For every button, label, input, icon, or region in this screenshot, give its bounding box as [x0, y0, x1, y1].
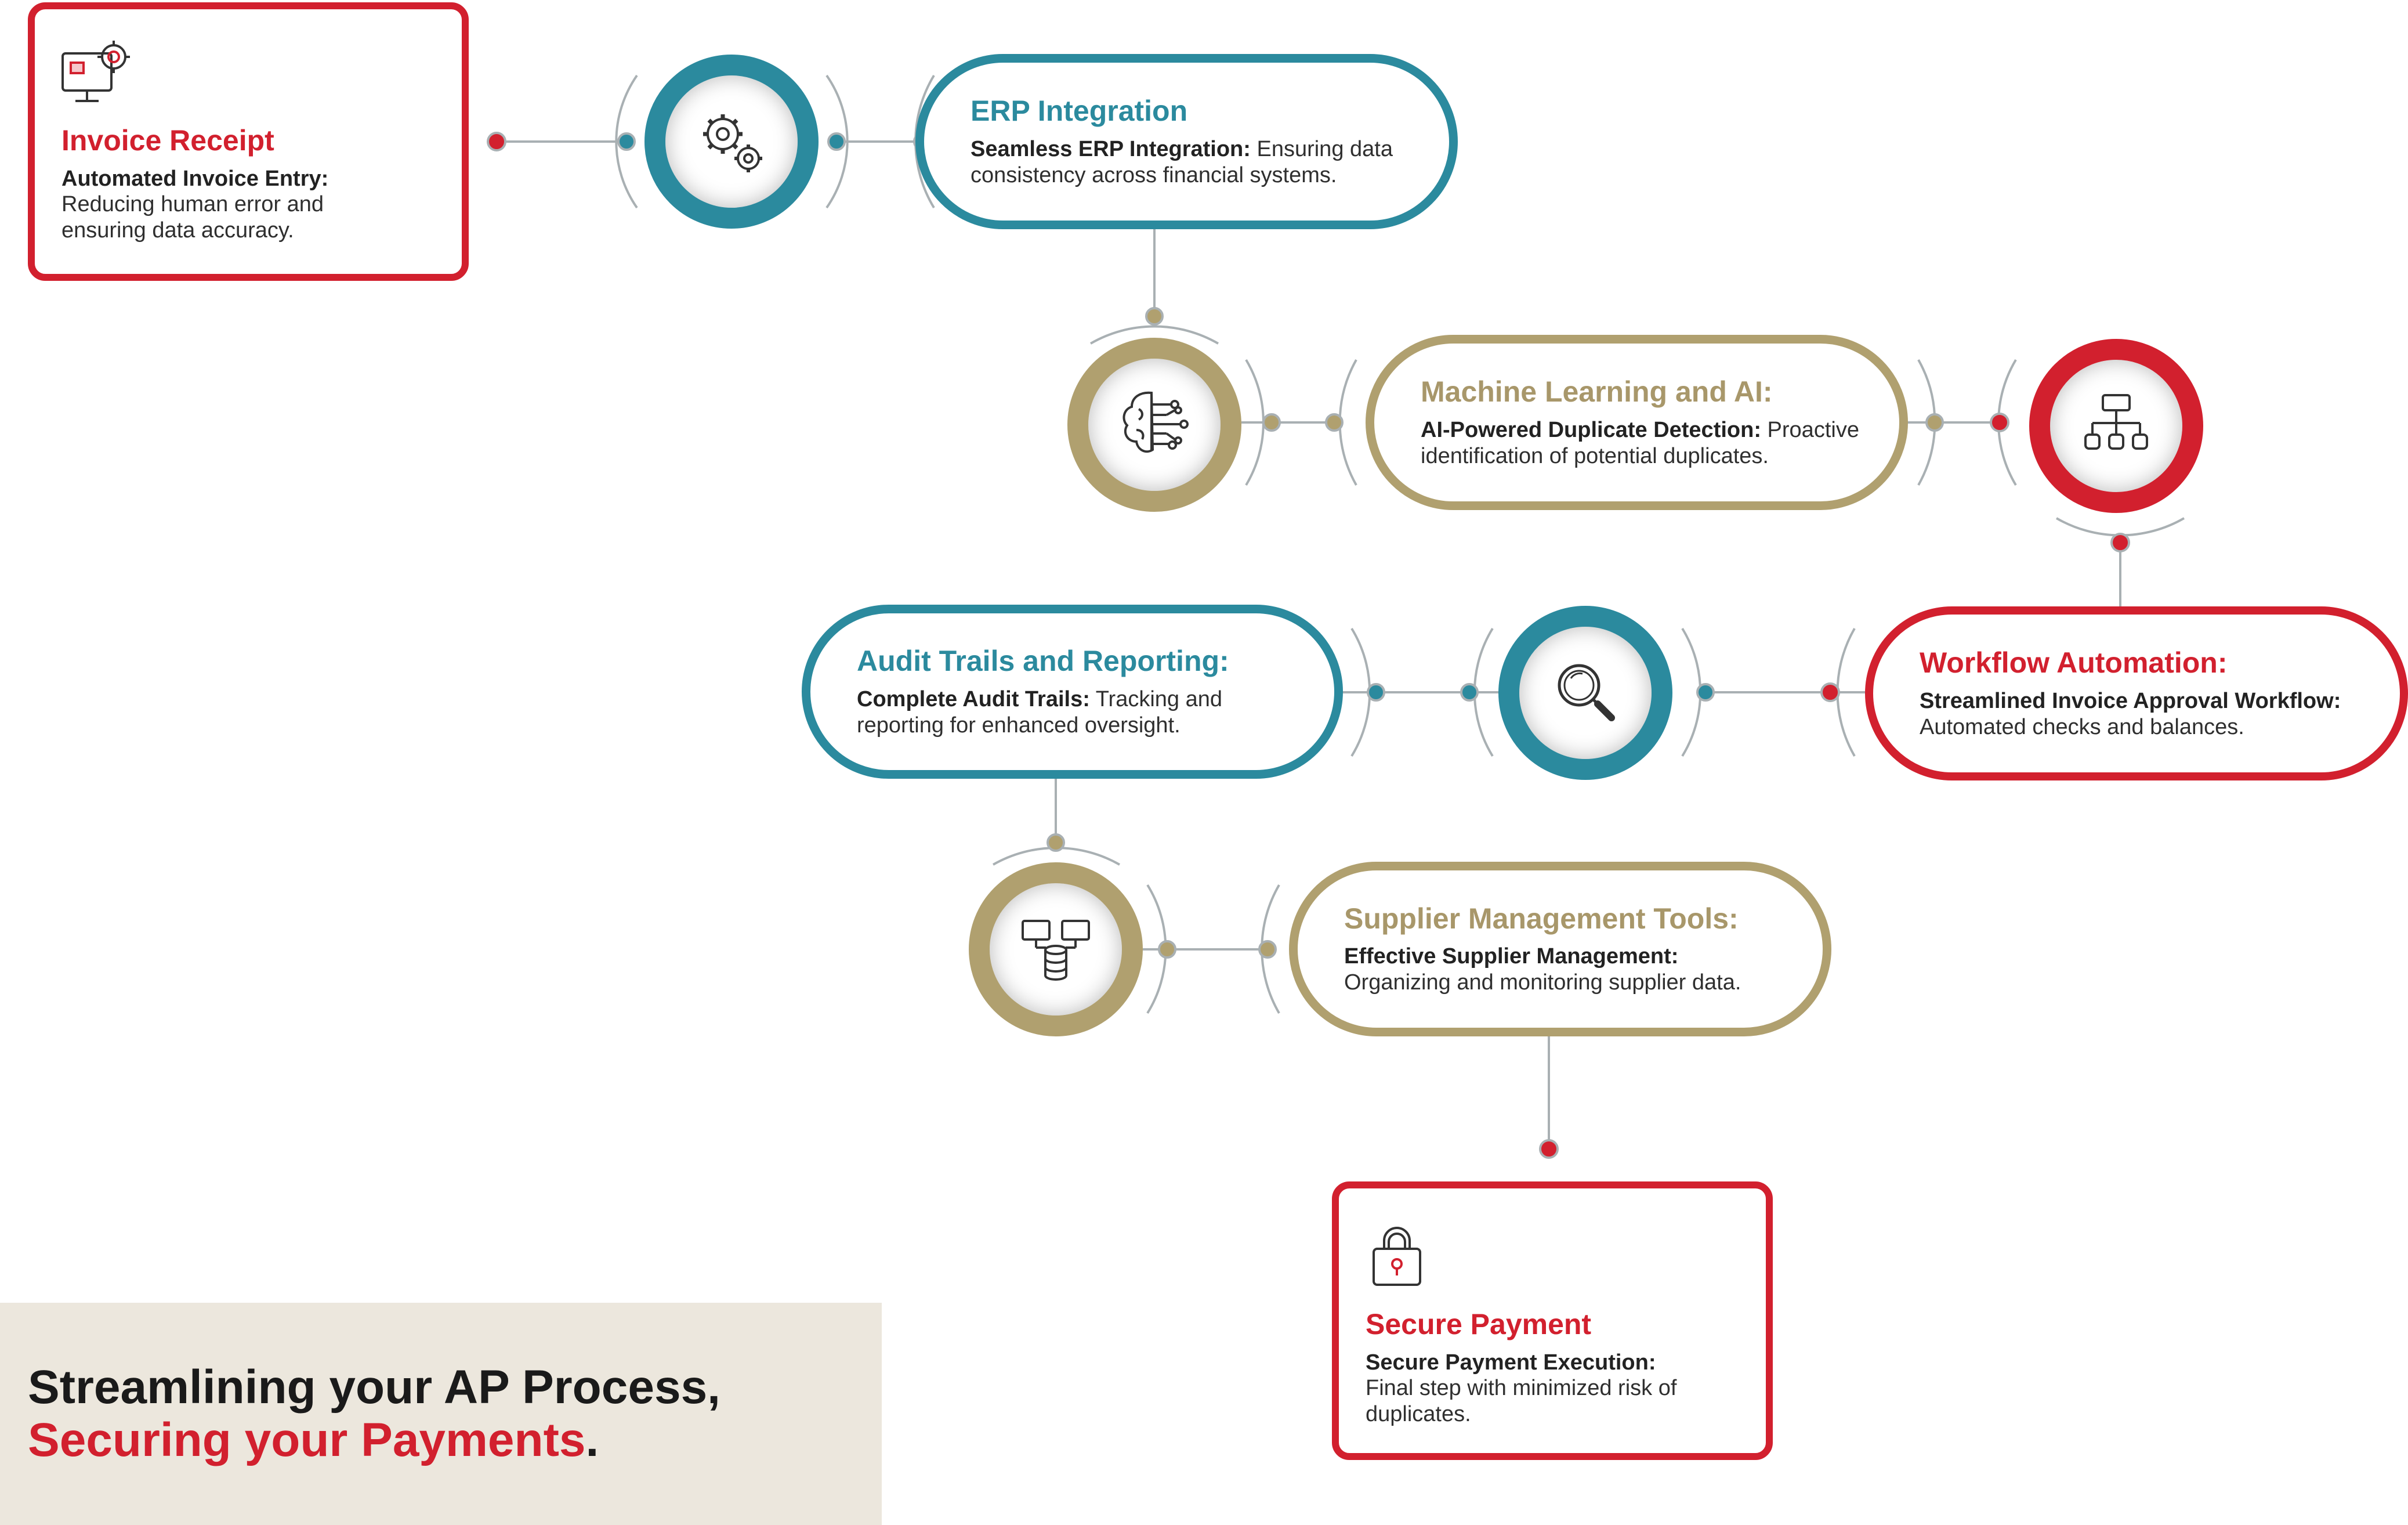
machine-learning-desc: AI-Powered Duplicate Detection: Proactiv… [1421, 417, 1864, 469]
tagline-banner: Streamlining your AP Process, Securing y… [0, 1303, 882, 1525]
network-database-icon [1022, 920, 1090, 981]
audit-hub [1498, 606, 1672, 780]
hierarchy-icon [2084, 394, 2148, 450]
invoice-receipt-desc: Automated Invoice Entry: Reducing human … [61, 166, 427, 244]
secure-payment-desc: Secure Payment Execution: Final step wit… [1366, 1350, 1731, 1428]
supplier-management-subtitle: Effective Supplier Management: [1344, 944, 1679, 969]
machine-learning-title: Machine Learning and AI: [1421, 375, 1773, 409]
supplier-management-text: Organizing and monitoring supplier data. [1344, 970, 1741, 995]
tagline-line-1: Streamlining your AP Process, [28, 1361, 720, 1414]
erp-integration-card: ERP Integration Seamless ERP Integration… [915, 54, 1458, 229]
gears-icon [703, 114, 762, 172]
ml-hub [1067, 338, 1241, 512]
secure-payment-subtitle: Secure Payment Execution: [1366, 1350, 1656, 1375]
supplier-management-desc: Effective Supplier Management: Organizin… [1344, 944, 1788, 996]
erp-integration-title: ERP Integration [971, 95, 1188, 128]
machine-learning-card: Machine Learning and AI: AI-Powered Dupl… [1366, 335, 1908, 510]
audit-trails-subtitle: Complete Audit Trails: [857, 686, 1090, 711]
invoice-receipt-title: Invoice Receipt [61, 124, 274, 157]
supplier-hub [969, 862, 1143, 1036]
padlock-icon [1362, 1217, 1443, 1299]
machine-learning-subtitle: AI-Powered Duplicate Detection: [1421, 417, 1761, 442]
audit-trails-title: Audit Trails and Reporting: [857, 645, 1229, 678]
workflow-automation-subtitle: Streamlined Invoice Approval Workflow: [1920, 688, 2341, 713]
supplier-management-title: Supplier Management Tools: [1344, 902, 1739, 935]
tagline-line-2: Securing your Payments. [28, 1414, 882, 1466]
workflow-automation-title: Workflow Automation: [1920, 646, 2228, 680]
workflow-hub [2029, 339, 2203, 513]
workflow-automation-desc: Streamlined Invoice Approval Workflow: A… [1920, 688, 2365, 740]
erp-integration-desc: Seamless ERP Integration: Ensuring data … [971, 136, 1414, 189]
audit-trails-text: Tracking and reporting for enhanced over… [857, 686, 1222, 738]
erp-integration-text: Ensuring data consistency across financi… [971, 136, 1393, 187]
supplier-management-card: Supplier Management Tools: Effective Sup… [1289, 862, 1831, 1036]
audit-trails-desc: Complete Audit Trails: Tracking and repo… [857, 686, 1299, 739]
audit-trails-card: Audit Trails and Reporting: Complete Aud… [802, 605, 1343, 779]
invoice-receipt-subtitle: Automated Invoice Entry: [61, 166, 329, 191]
invoice-receipt-card: Invoice Receipt Automated Invoice Entry:… [28, 2, 469, 281]
erp-hub [644, 55, 819, 229]
erp-integration-subtitle: Seamless ERP Integration: [971, 136, 1251, 161]
tagline-period: . [585, 1413, 599, 1466]
secure-payment-card: Secure Payment Secure Payment Execution:… [1332, 1181, 1773, 1460]
machine-learning-text: Proactive identification of potential du… [1421, 417, 1859, 468]
monitor-gear-icon [58, 35, 139, 116]
invoice-receipt-text: Reducing human error and ensuring data a… [61, 192, 324, 243]
brain-circuit-icon [1122, 391, 1189, 453]
secure-payment-text: Final step with minimized risk of duplic… [1366, 1376, 1677, 1427]
workflow-automation-card: Workflow Automation: Streamlined Invoice… [1865, 606, 2408, 780]
tagline-highlight: Securing your Payments [28, 1413, 586, 1466]
magnifier-icon [1558, 664, 1615, 721]
secure-payment-title: Secure Payment [1366, 1308, 1592, 1341]
workflow-automation-text: Automated checks and balances. [1920, 714, 2244, 739]
